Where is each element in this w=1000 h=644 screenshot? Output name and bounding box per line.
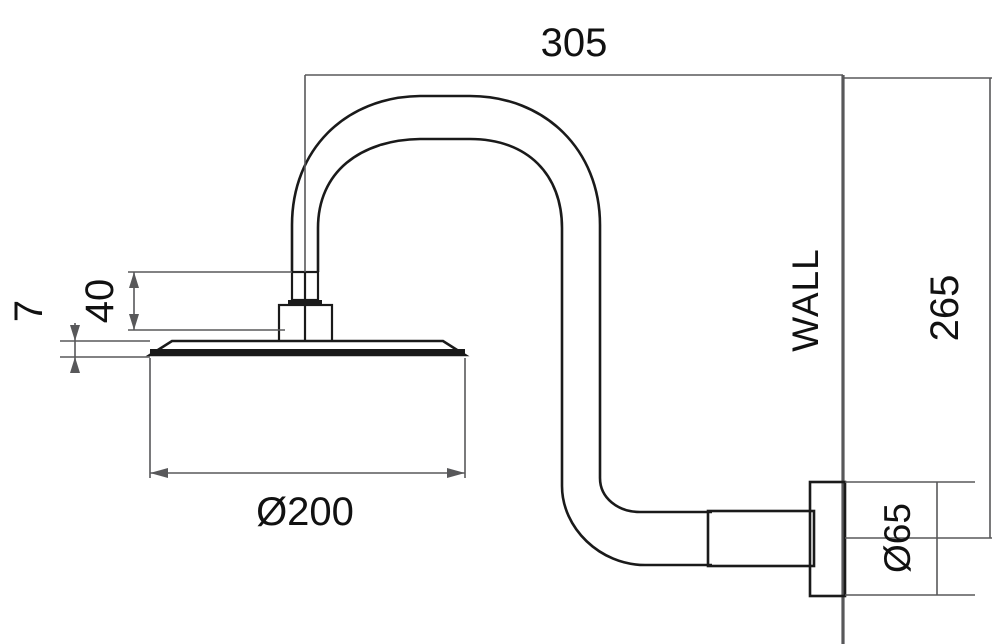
dim-7-arrow-bottom [70,357,80,373]
dim-200-arrow-right [447,468,465,478]
wall-flange-plate [808,480,847,598]
dimension-7-group: 7 [7,300,150,373]
dim-40-arrow-top [129,272,139,288]
dim-65-label: Ø65 [877,503,918,573]
dim-40-label: 40 [78,279,122,324]
dim-7-arrow-top [70,325,80,341]
dim-40-arrow-bottom [129,314,139,330]
dim-7-label: 7 [7,300,51,322]
dim-200-arrow-left [150,468,168,478]
wall-inlet-pipe-group [706,509,816,568]
wall-label-group: WALL [785,248,826,351]
dim-305-label: 305 [541,21,608,65]
wall-label: WALL [785,248,826,351]
arm-inner-profile [316,137,712,567]
dimension-flange-group: Ø65 [845,481,975,596]
shower-head-bottom-edge [150,349,465,356]
wall-flange-group [808,480,847,598]
arm-outer-profile [290,94,712,514]
dimension-265-group: 265 [843,77,992,539]
dimension-305-group: 305 [304,21,843,272]
wall-inlet-pipe [706,509,816,568]
shower-head-group [145,339,470,357]
dim-200-label: Ø200 [256,490,354,534]
dimension-40-group: 40 [78,271,292,331]
shower-arm-group [290,94,712,567]
dim-265-label: 265 [923,275,967,342]
swivel-connector-group [277,270,334,348]
dimension-head-diameter-group: Ø200 [149,358,466,534]
